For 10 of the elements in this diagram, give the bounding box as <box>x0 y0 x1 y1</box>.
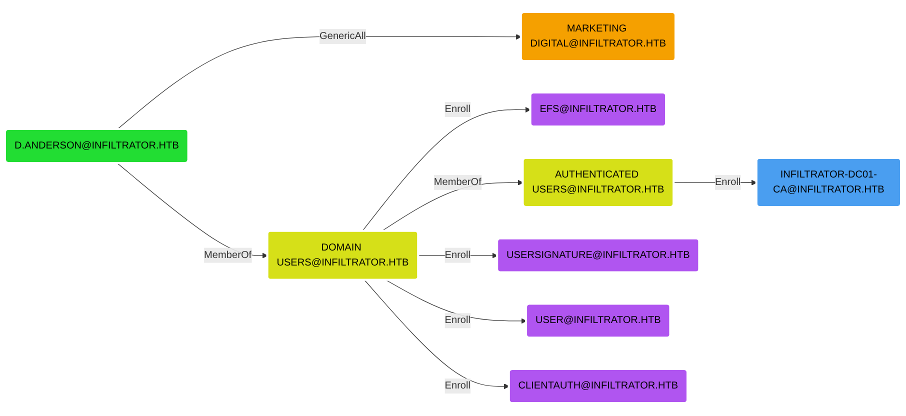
edge-label: GenericAll <box>320 31 366 42</box>
arrow <box>117 34 522 130</box>
edge-label: Enroll <box>714 177 741 188</box>
edge-label: Enroll <box>444 380 470 392</box>
edge-label: Enroll <box>444 104 470 115</box>
edge-label: MemberOf <box>204 250 252 261</box>
edge-label: Enroll <box>444 315 470 326</box>
edge-label: MemberOf <box>434 177 482 188</box>
edge-label: Enroll <box>444 250 470 261</box>
arrow <box>364 280 510 390</box>
